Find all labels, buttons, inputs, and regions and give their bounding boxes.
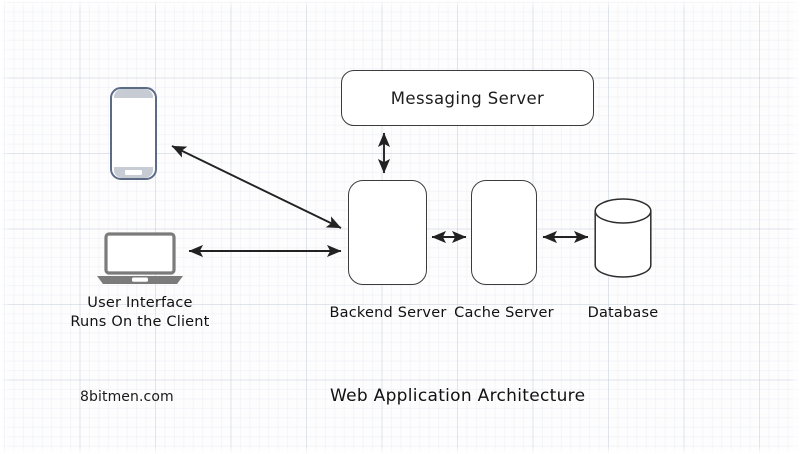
- node-laptop[interactable]: [95, 232, 185, 286]
- phone-earpiece-bar: [114, 89, 153, 98]
- phone-screen: [114, 98, 153, 167]
- node-messaging-server[interactable]: Messaging Server: [341, 70, 594, 126]
- node-mobile-phone[interactable]: [110, 87, 157, 180]
- node-database[interactable]: [594, 198, 652, 278]
- diagram-title: Web Application Architecture: [330, 386, 586, 406]
- node-backend-server[interactable]: [348, 180, 427, 285]
- messaging-server-label: Messaging Server: [390, 88, 545, 108]
- database-cylinder-icon: [594, 198, 652, 278]
- client-caption: User Interface Runs On the Client: [70, 295, 210, 330]
- node-cache-server[interactable]: [471, 180, 537, 285]
- database-label: Database: [587, 305, 659, 321]
- phone-home-bar: [114, 167, 153, 178]
- phone-home-button: [125, 170, 142, 175]
- laptop-icon: [97, 232, 183, 284]
- watermark: 8bitmen.com: [80, 389, 174, 405]
- edge-phone-backend: [171, 145, 342, 229]
